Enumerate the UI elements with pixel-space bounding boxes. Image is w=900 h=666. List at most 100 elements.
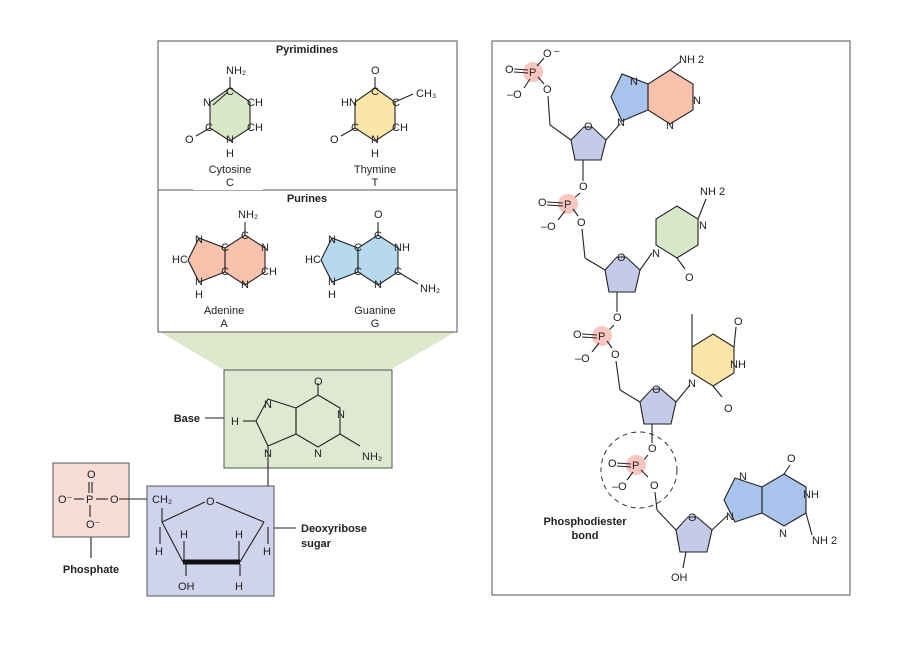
svg-text:NH: NH <box>803 489 819 501</box>
cytosine-structure: NH₂ C N CH C CH O N H <box>185 65 263 160</box>
svg-text:C: C <box>221 266 229 278</box>
guanine-structure: O C N C NH HC C C N N NH₂ H <box>305 209 440 301</box>
svg-text:O: O <box>374 209 383 221</box>
pyrimidines-title: Pyrimidines <box>276 44 338 56</box>
svg-text:O: O <box>685 272 694 284</box>
svg-text:N: N <box>264 399 272 411</box>
dna-strand-panel: P O O – –O O O NH 2 <box>491 40 851 596</box>
svg-text:NH₂: NH₂ <box>420 283 440 295</box>
svg-text:N: N <box>699 220 707 232</box>
svg-text:N: N <box>617 117 625 129</box>
svg-text:N: N <box>779 528 787 540</box>
svg-text:–: – <box>554 46 560 57</box>
svg-text:NH₂: NH₂ <box>238 209 258 221</box>
svg-text:C: C <box>354 266 362 278</box>
svg-text:P: P <box>529 67 536 79</box>
svg-text:C: C <box>354 242 362 254</box>
svg-text:N: N <box>688 378 696 390</box>
svg-text:O: O <box>577 217 586 229</box>
phosphodiester-bond: O P O –O O <box>600 431 678 531</box>
svg-text:C: C <box>394 266 402 278</box>
svg-text:O: O <box>650 480 659 492</box>
svg-text:H: H <box>195 289 203 301</box>
adenine-label: Adenine <box>204 305 244 317</box>
sugar-4: O OH <box>671 512 729 584</box>
svg-text:C: C <box>226 86 234 98</box>
svg-text:CH₂: CH₂ <box>152 494 172 506</box>
svg-text:C: C <box>351 122 359 134</box>
guanine-label: Guanine <box>354 305 396 317</box>
svg-text:N: N <box>374 279 382 291</box>
svg-text:H: H <box>235 529 243 541</box>
svg-text:O: O <box>543 48 552 60</box>
svg-text:N: N <box>314 448 322 460</box>
svg-text:O: O <box>185 134 194 146</box>
svg-text:O: O <box>611 349 620 361</box>
sugar-3: O <box>639 384 691 443</box>
svg-text:–O: –O <box>612 481 627 493</box>
svg-text:H: H <box>235 581 243 593</box>
cytosine-letter: C <box>226 177 234 189</box>
sugar-label-line1: Deoxyribose <box>301 523 367 535</box>
svg-text:O: O <box>543 84 552 96</box>
svg-text:NH₂: NH₂ <box>226 65 246 77</box>
svg-text:H: H <box>263 546 271 558</box>
svg-text:CH: CH <box>392 122 408 134</box>
adenine-base-1: NH 2 N N N N <box>610 54 704 132</box>
svg-text:P: P <box>598 331 605 343</box>
svg-text:N: N <box>652 248 660 260</box>
svg-text:O: O <box>648 443 657 455</box>
svg-text:O: O <box>371 65 380 77</box>
svg-text:CH: CH <box>261 266 277 278</box>
svg-text:O: O <box>724 403 733 415</box>
adenine-structure: NH₂ C N C N HC C CH N N H <box>172 209 277 301</box>
svg-text:N: N <box>726 511 734 523</box>
base-label: Base <box>174 413 200 425</box>
svg-text:OH: OH <box>178 581 195 593</box>
nucleotide-diagram: O N N H N N NH₂ Base O O⁻ P O O⁻ Phospha… <box>52 369 393 597</box>
phosphate-2: O P O –O O <box>538 181 606 271</box>
svg-text:O: O <box>330 134 339 146</box>
svg-text:–O: –O <box>541 221 556 233</box>
svg-text:C: C <box>221 242 229 254</box>
svg-text:N: N <box>203 97 211 109</box>
svg-text:O: O <box>87 469 96 481</box>
svg-text:C: C <box>205 122 213 134</box>
svg-text:O: O <box>110 494 119 506</box>
svg-text:O⁻: O⁻ <box>86 519 101 531</box>
svg-text:O: O <box>206 496 215 508</box>
svg-text:HN: HN <box>341 97 357 109</box>
svg-text:H: H <box>155 546 163 558</box>
zoom-connector <box>160 332 455 370</box>
svg-text:NH₂: NH₂ <box>362 451 382 463</box>
phosphodiester-label-line2: bond <box>572 530 599 542</box>
guanine-base-structure: O N N H N N NH₂ <box>231 376 382 486</box>
svg-text:N: N <box>693 95 701 107</box>
phosphate-group: O O⁻ P O O⁻ <box>58 469 119 531</box>
svg-text:N: N <box>328 234 336 246</box>
svg-text:P: P <box>632 460 639 472</box>
svg-text:CH₃: CH₃ <box>416 88 436 100</box>
svg-text:O: O <box>688 512 697 524</box>
svg-text:O: O <box>538 197 547 209</box>
deoxyribose-structure: CH₂ O H H H H OH H <box>152 494 271 593</box>
guanine-base-4: O N NH N N NH 2 <box>723 453 837 547</box>
phosphate-box <box>52 462 130 538</box>
adenine-letter: A <box>220 318 228 330</box>
svg-text:O: O <box>608 458 617 470</box>
svg-text:N: N <box>241 279 249 291</box>
sugar-2: O <box>604 252 653 312</box>
svg-text:HC: HC <box>305 254 321 266</box>
svg-text:N: N <box>195 276 203 288</box>
purines-title: Purines <box>287 193 327 205</box>
svg-text:N: N <box>261 242 269 254</box>
svg-text:P: P <box>86 494 93 506</box>
svg-text:O: O <box>584 121 593 133</box>
svg-text:C: C <box>392 97 400 109</box>
nitrogenous-bases-panel: Pyrimidines Purines NH₂ C N CH C CH O N … <box>157 40 458 333</box>
svg-text:O: O <box>734 316 743 328</box>
svg-text:H: H <box>180 529 188 541</box>
cytosine-label: Cytosine <box>209 164 252 176</box>
svg-text:O: O <box>787 453 796 465</box>
svg-text:N: N <box>226 134 234 146</box>
